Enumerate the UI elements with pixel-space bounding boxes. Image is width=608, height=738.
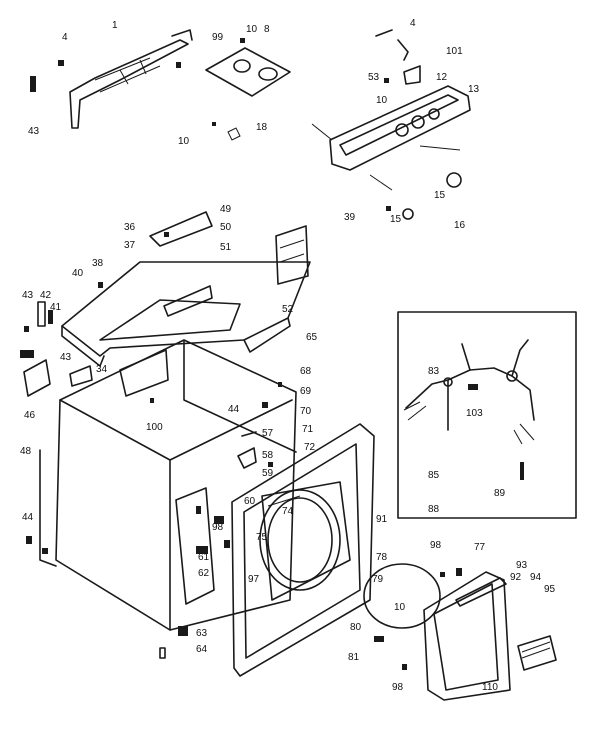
callout-label: 65	[306, 332, 318, 343]
callout-label: 46	[24, 410, 36, 421]
switch-mounting-plate	[205, 38, 291, 141]
callout-label: 52	[282, 304, 294, 315]
callout-label: 93	[516, 560, 528, 571]
callout-label: 8	[264, 24, 270, 35]
callout-label: 63	[196, 628, 208, 639]
callout-label: 71	[302, 424, 314, 435]
callout-label: 83	[428, 366, 440, 377]
callout-label: 79	[372, 574, 384, 585]
callout-label: 10	[394, 602, 406, 613]
callout-label: 92	[510, 572, 522, 583]
callout-label: 91	[376, 514, 388, 525]
callout-label: 34	[96, 364, 108, 375]
callout-labels: 1 4 43 10 8 99 10 18 4 101 53 12 10 13 1…	[20, 18, 556, 693]
front-panel	[231, 423, 375, 677]
door-switch-parts	[175, 487, 230, 605]
callout-label: 43	[28, 126, 40, 137]
top-cover	[61, 211, 311, 367]
callout-label: 89	[494, 488, 506, 499]
control-console	[311, 29, 471, 220]
callout-label: 59	[262, 468, 274, 479]
callout-label: 69	[300, 386, 312, 397]
callout-label: 85	[428, 470, 440, 481]
left-hardware	[20, 301, 93, 397]
callout-label: 41	[50, 302, 62, 313]
callout-label: 44	[22, 512, 34, 523]
callout-label: 12	[436, 72, 448, 83]
callout-label: 95	[544, 584, 556, 595]
callout-label: 15	[434, 190, 446, 201]
callout-label: 78	[376, 552, 388, 563]
door-assembly	[363, 563, 557, 701]
lint-filter-housing	[275, 225, 309, 285]
callout-label: 18	[256, 122, 268, 133]
callout-label: 1	[112, 20, 118, 31]
callout-label: 61	[198, 552, 210, 563]
callout-label: 81	[348, 652, 360, 663]
callout-label: 37	[124, 240, 136, 251]
leveling-feet	[159, 626, 188, 659]
callout-label: 43	[22, 290, 34, 301]
callout-label: 103	[466, 408, 483, 419]
callout-label: 16	[454, 220, 466, 231]
callout-label: 4	[62, 32, 68, 43]
callout-label: 77	[474, 542, 486, 553]
callout-label: 64	[196, 644, 208, 655]
callout-label: 50	[220, 222, 232, 233]
callout-label: 99	[212, 32, 224, 43]
callout-label: 13	[468, 84, 480, 95]
callout-label: 58	[262, 450, 274, 461]
callout-label: 72	[304, 442, 316, 453]
callout-label: 15	[390, 214, 402, 225]
callout-label: 98	[430, 540, 442, 551]
callout-label: 4	[410, 18, 416, 29]
callout-label: 39	[344, 212, 356, 223]
callout-label: 10	[246, 24, 258, 35]
callout-label: 57	[262, 428, 274, 439]
callout-label: 62	[198, 568, 210, 579]
callout-label: 53	[368, 72, 380, 83]
callout-label: 97	[248, 574, 260, 585]
wiring-harness-inset	[397, 311, 577, 519]
callout-label: 10	[178, 136, 190, 147]
callout-label: 100	[146, 422, 163, 433]
callout-label: 38	[92, 258, 104, 269]
control-bracket	[30, 29, 193, 129]
callout-label: 110	[482, 682, 498, 693]
callout-label: 98	[212, 522, 224, 533]
callout-label: 94	[530, 572, 542, 583]
callout-label: 44	[228, 404, 240, 415]
callout-label: 80	[350, 622, 362, 633]
callout-label: 48	[20, 446, 32, 457]
callout-label: 88	[428, 504, 440, 515]
callout-label: 98	[392, 682, 404, 693]
cabinet	[26, 339, 297, 631]
callout-label: 43	[60, 352, 72, 363]
callout-label: 68	[300, 366, 312, 377]
callout-label: 74	[282, 506, 294, 517]
callout-label: 49	[220, 204, 232, 215]
callout-label: 60	[244, 496, 256, 507]
callout-label: 70	[300, 406, 312, 417]
callout-label: 75	[256, 532, 268, 543]
callout-label: 42	[40, 290, 52, 301]
callout-label: 40	[72, 268, 84, 279]
callout-label: 10	[376, 95, 388, 106]
callout-label: 51	[220, 242, 232, 253]
callout-label: 101	[446, 46, 463, 57]
callout-label: 36	[124, 222, 136, 233]
